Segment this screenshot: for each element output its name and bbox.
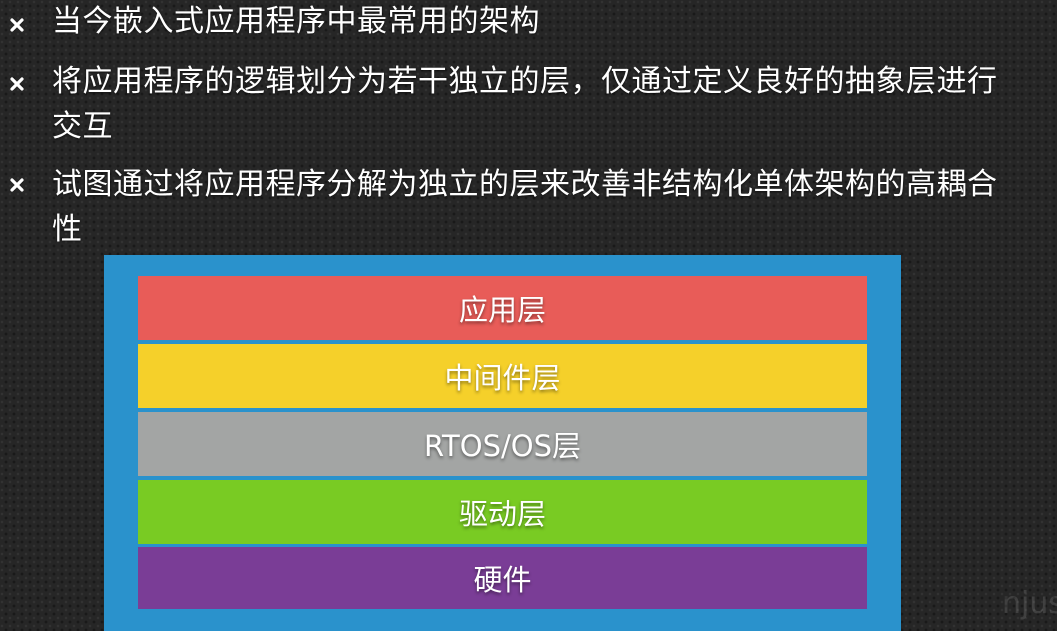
bullet-text: 当今嵌入式应用程序中最常用的架构	[52, 4, 540, 39]
layer-hardware: 硬件	[138, 547, 867, 609]
x-bullet-icon	[10, 77, 24, 91]
x-bullet-icon	[10, 18, 24, 32]
x-bullet-icon	[10, 178, 24, 192]
layer-driver: 驱动层	[138, 480, 867, 544]
layered-architecture-diagram: 应用层 中间件层 RTOS/OS层 驱动层 硬件	[104, 255, 901, 631]
layer-application: 应用层	[138, 276, 867, 340]
layer-middleware: 中间件层	[138, 344, 867, 408]
bullet-text: 将应用程序的逻辑划分为若干独立的层，仅通过定义良好的抽象层进行交互	[52, 64, 998, 144]
bullet-text: 试图通过将应用程序分解为独立的层来改善非结构化单体架构的高耦合性	[52, 167, 998, 247]
layer-rtos-os: RTOS/OS层	[138, 412, 867, 476]
watermark: njus	[1002, 586, 1057, 621]
